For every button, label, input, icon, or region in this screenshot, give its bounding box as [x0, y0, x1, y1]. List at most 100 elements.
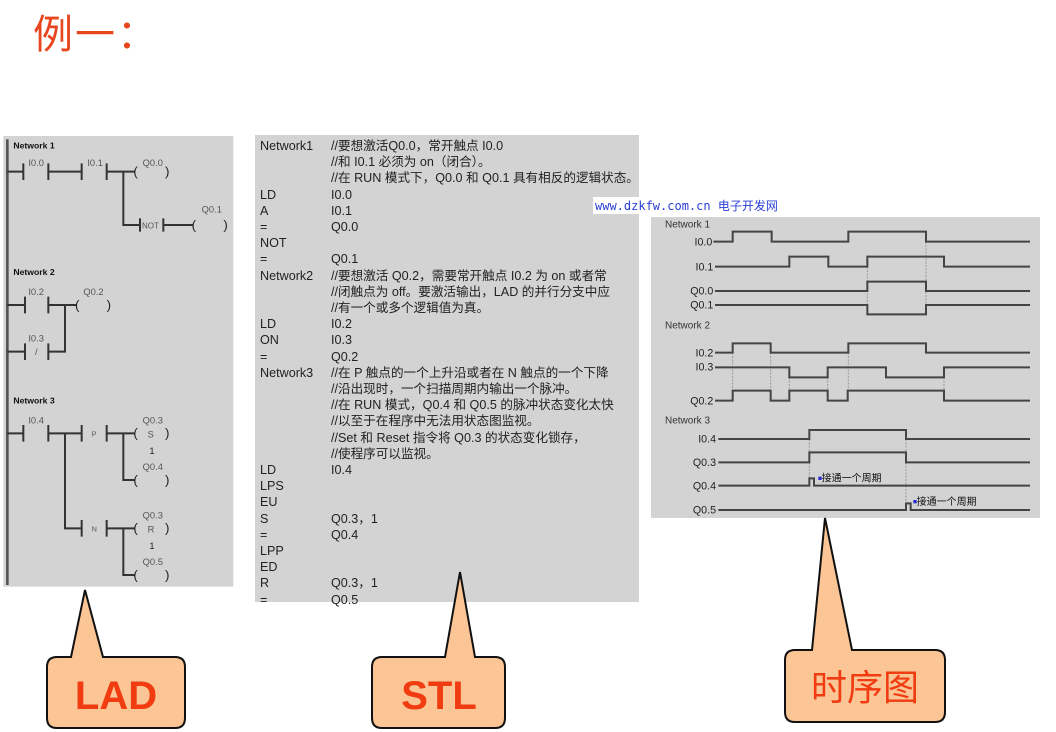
stl-operand: Q0.3，1	[331, 511, 378, 526]
stl-instruction: ED	[260, 560, 278, 575]
lad-callout-label: LAD	[75, 674, 157, 718]
stl-instruction: =	[260, 220, 268, 234]
signal-i01: I0.1	[696, 262, 714, 274]
stl-instruction: A	[260, 203, 269, 218]
lad-reset-symbol: R	[148, 524, 155, 534]
svg-text:): )	[165, 521, 169, 536]
signal-q03: Q0.3	[693, 457, 716, 469]
lad-coil-q00: Q0.0	[143, 158, 163, 168]
stl-operand: Q0.0	[331, 220, 359, 234]
stl-comment: //有一个或多个逻辑值为真。	[331, 301, 490, 315]
lad-coil-q03-set: Q0.3	[143, 415, 163, 425]
stl-comment: //在 RUN 模式下，Q0.0 和 Q0.1 具有相反的逻辑状态。	[331, 171, 639, 186]
signal-i04: I0.4	[698, 434, 716, 446]
stl-comment: //沿出现时，一个扫描周期内输出一个脉冲。	[331, 382, 578, 396]
stl-instruction: LPS	[260, 479, 284, 494]
stl-instruction: Network2	[260, 268, 314, 283]
svg-text:): )	[165, 426, 169, 441]
stl-operand: Q0.2	[331, 349, 359, 364]
lad-contact-i02: I0.2	[28, 287, 44, 297]
watermark-url: www.dzkfw.com.cn	[595, 199, 711, 213]
stl-instruction: =	[260, 349, 268, 364]
stl-instruction: EU	[260, 495, 278, 510]
lad-p-contact: P	[92, 430, 97, 439]
timing-callout-shape	[784, 517, 946, 723]
stl-operand: I0.3	[331, 333, 353, 348]
stl-instruction: =	[260, 527, 268, 542]
stl-instruction: NOT	[260, 236, 287, 251]
svg-text:): )	[165, 567, 169, 582]
signal-q01: Q0.1	[690, 299, 713, 311]
signal-q05: Q0.5	[693, 505, 716, 517]
timing-diagram: Network 1 Network 2 Network 3 I0.0 I0.1 …	[651, 217, 1040, 518]
stl-comment: //在 P 触点的一个上升沿或者在 N 触点的一个下降	[331, 365, 609, 380]
timing-callout-label: 时序图	[811, 667, 919, 708]
pulse-note-q04: 接通一个周期	[822, 472, 882, 485]
lad-contact-i00: I0.0	[28, 158, 44, 168]
stl-instruction: LD	[260, 187, 277, 202]
lad-network-2-label: Network 2	[13, 267, 55, 277]
stl-operand: I0.2	[331, 317, 353, 332]
lad-coil-q05: Q0.5	[143, 557, 163, 567]
lad-coil-q01: Q0.1	[202, 205, 222, 215]
svg-text:(: (	[133, 472, 138, 487]
stl-instruction: =	[260, 252, 268, 267]
stl-instruction: LD	[260, 317, 277, 332]
watermark-site: 电子开发网	[717, 199, 778, 213]
svg-text:(: (	[133, 521, 138, 536]
svg-text:(: (	[133, 164, 138, 179]
timing-network-2-label: Network 2	[665, 320, 710, 331]
svg-text:): )	[107, 297, 111, 312]
lad-network-1-label: Network 1	[13, 140, 55, 150]
lad-network-3-label: Network 3	[13, 395, 55, 405]
lad-reset-count: 1	[149, 541, 154, 551]
pulse-note-q05: 接通一个周期	[917, 495, 977, 508]
stl-operand: Q0.1	[331, 252, 359, 267]
stl-comment: //Set 和 Reset 指令将 Q0.3 的状态变化锁存，	[331, 430, 586, 445]
signal-i02: I0.2	[696, 347, 714, 359]
stl-instruction: Network3	[260, 365, 314, 380]
stl-operand: I0.1	[331, 203, 353, 218]
signal-i00: I0.0	[695, 237, 713, 249]
stl-comment: //以至于在程序中无法用状态图监视。	[331, 414, 540, 429]
stl-operand: Q0.5	[331, 592, 359, 607]
stl-instruction: Network1	[260, 139, 314, 153]
watermark: www.dzkfw.com.cn 电子开发网	[593, 197, 780, 214]
lad-not-box: NOT	[142, 221, 159, 230]
stl-instruction: LD	[260, 463, 277, 477]
lad-contact-i03: I0.3	[28, 334, 44, 344]
slide-title: 例一：	[33, 12, 159, 58]
stl-comment: //要想激活Q0.0，常开触点 I0.0	[331, 139, 504, 153]
signal-q02: Q0.2	[690, 395, 713, 407]
stl-operand: Q0.4	[331, 527, 359, 542]
lad-n-contact: N	[92, 525, 97, 534]
svg-text:): )	[165, 472, 169, 487]
timing-network-1-label: Network 1	[665, 220, 710, 231]
signal-q00: Q0.0	[690, 285, 713, 297]
lad-callout-shape	[46, 589, 186, 729]
stl-operand: I0.4	[331, 463, 353, 477]
svg-text:(: (	[75, 297, 80, 312]
lad-ladder-diagram: () () () () () () () Network 1 Network 2…	[3, 136, 234, 587]
svg-text:): )	[165, 164, 169, 179]
stl-comment: //在 RUN 模式，Q0.4 和 Q0.5 的脉冲状态变化太快	[331, 398, 614, 413]
lad-nc-symbol: /	[35, 347, 38, 357]
stl-listing: Network1 //要想激活Q0.0，常开触点 I0.0 //和 I0.1 必须为…	[255, 135, 639, 607]
stl-operand: I0.0	[331, 187, 353, 202]
lad-contact-i01: I0.1	[87, 158, 103, 168]
lad-set-symbol: S	[148, 429, 154, 439]
stl-operand: Q0.3，1	[331, 576, 378, 591]
stl-instruction: =	[260, 592, 268, 607]
signal-q04: Q0.4	[693, 480, 716, 492]
svg-text:): )	[223, 217, 227, 232]
stl-instruction: R	[260, 576, 270, 591]
lad-coil-q02: Q0.2	[83, 287, 103, 297]
svg-text:(: (	[133, 426, 138, 441]
stl-comment: //和 I0.1 必须为 on（闭合）。	[331, 155, 491, 170]
stl-instruction: S	[260, 511, 269, 526]
svg-text:(: (	[192, 217, 197, 232]
stl-comment: //使程序可以监视。	[331, 446, 439, 461]
stl-callout-label: STL	[401, 674, 477, 718]
stl-comment: //要想激活 Q0.2，需要常开触点 I0.2 为 on 或者常	[331, 268, 607, 283]
stl-instruction: ON	[260, 333, 279, 348]
